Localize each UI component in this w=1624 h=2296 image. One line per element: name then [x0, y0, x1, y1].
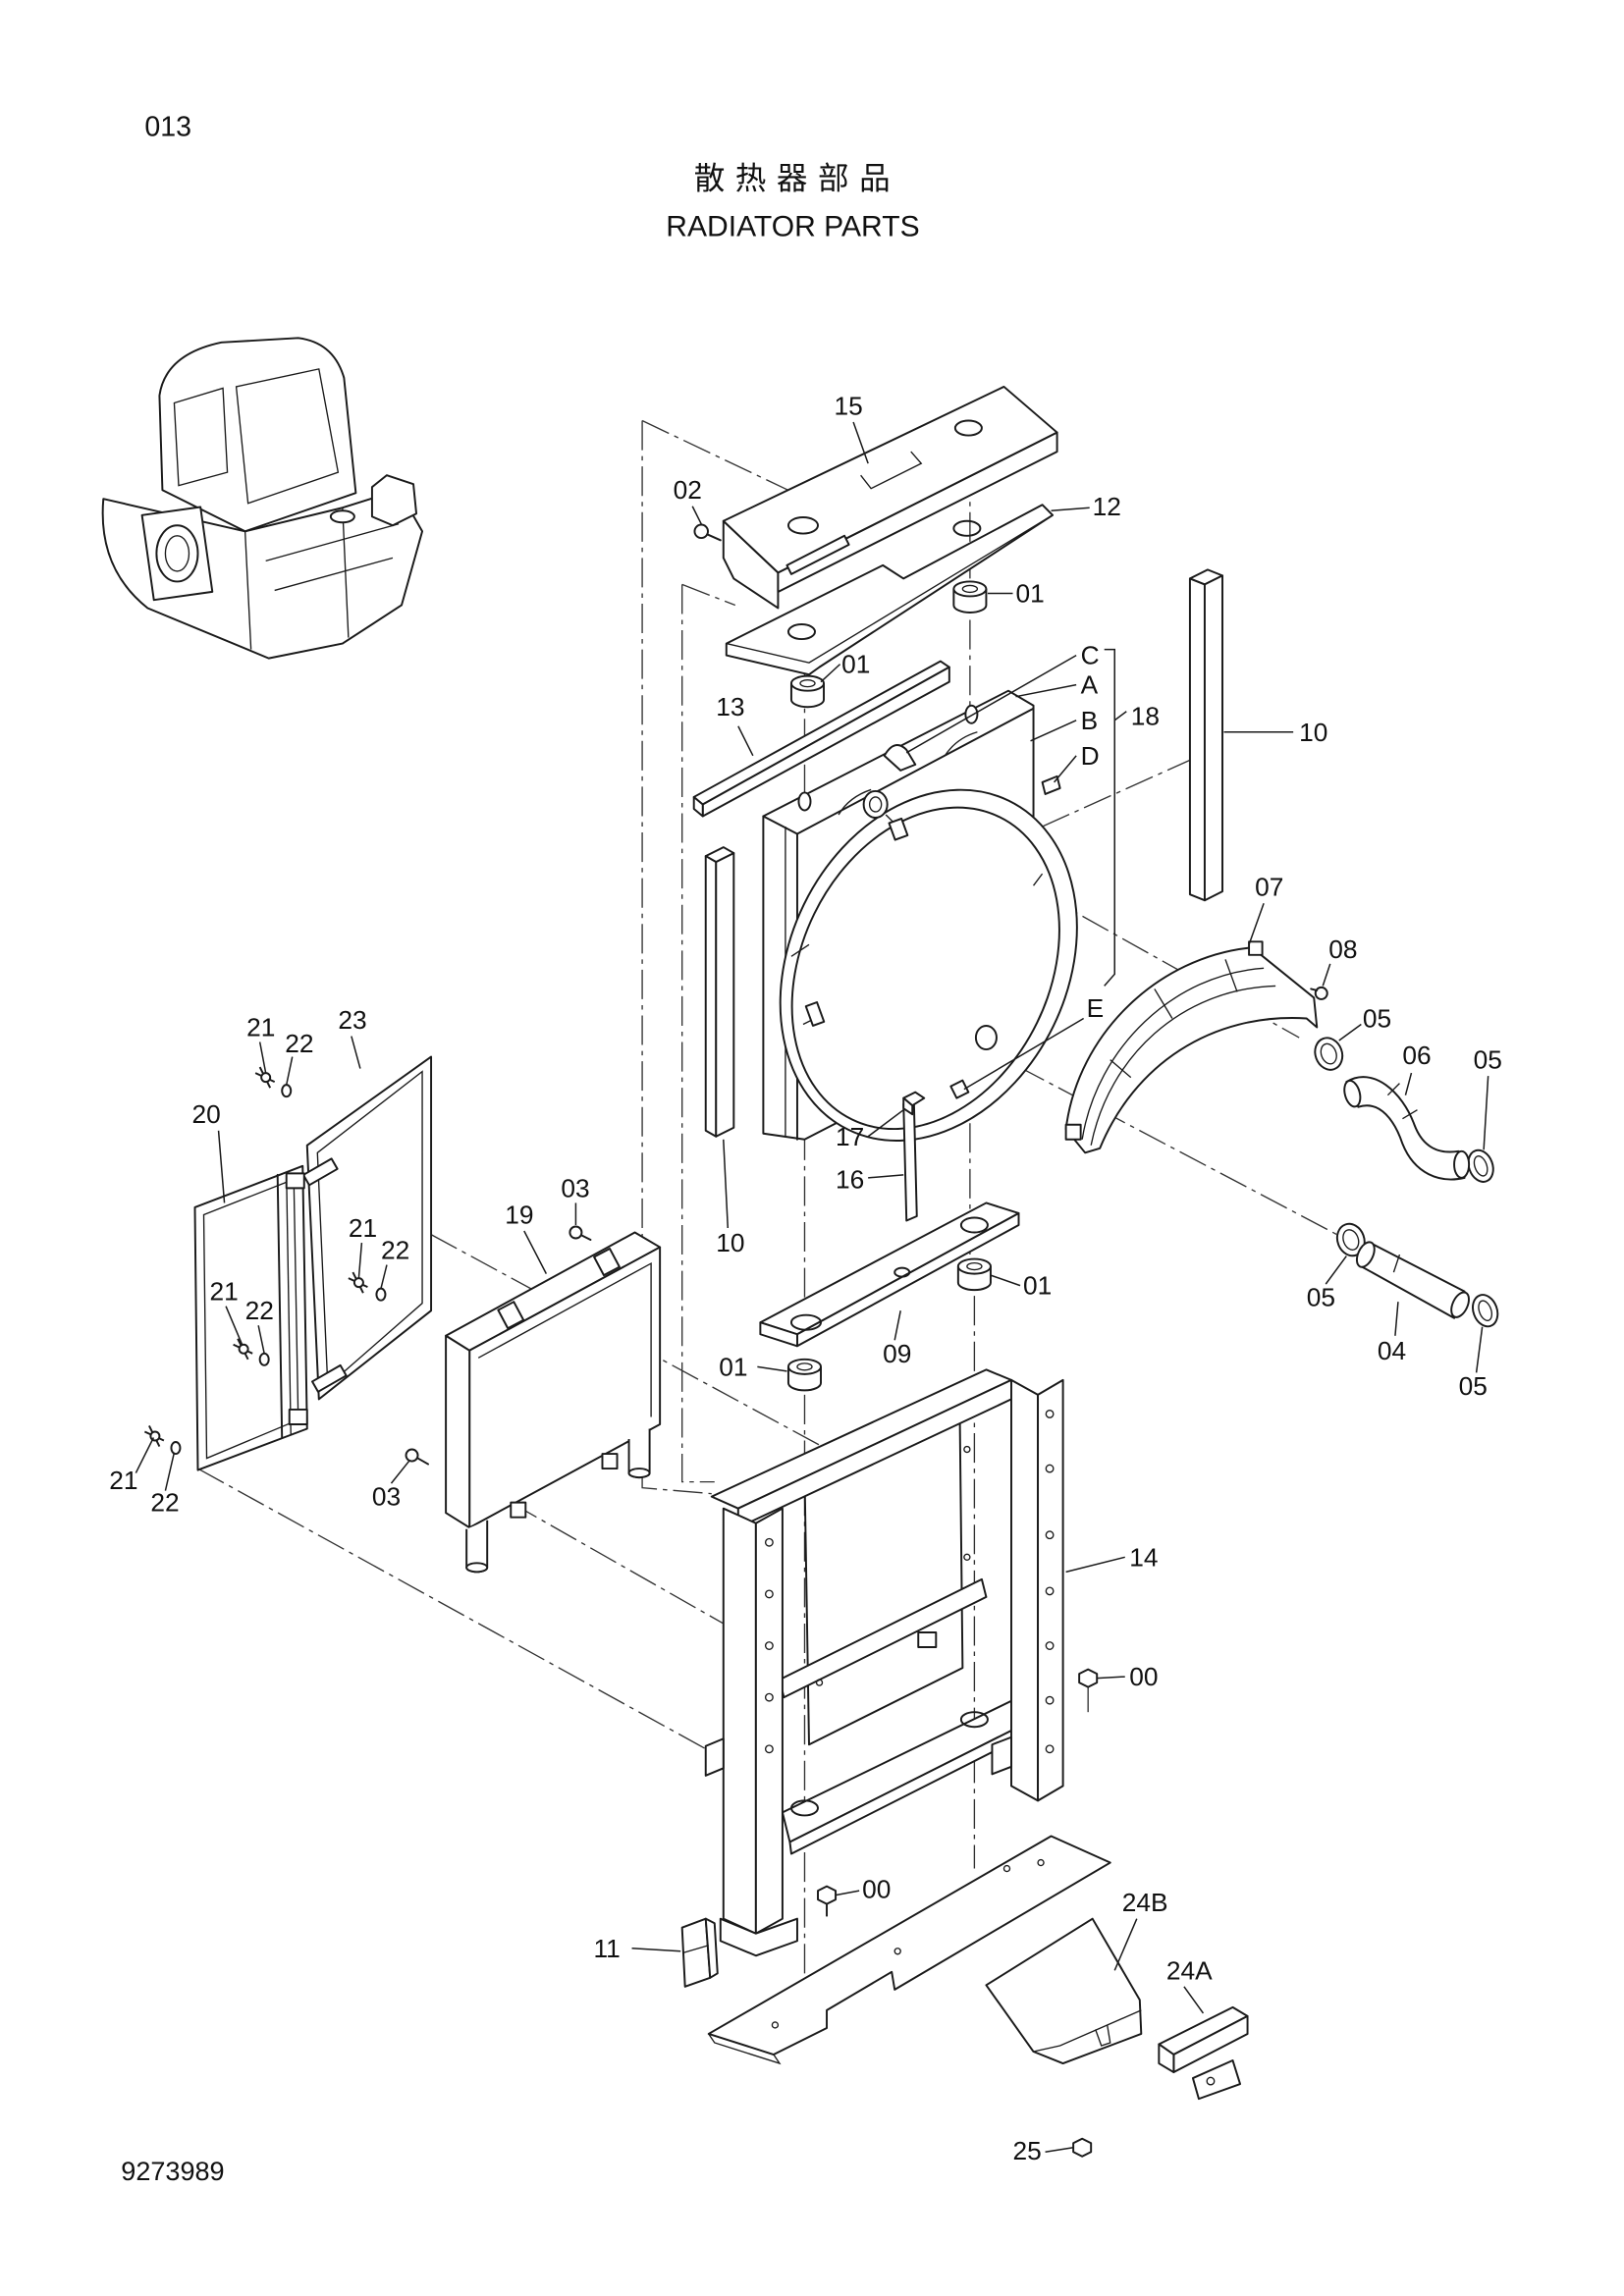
part-10-foam-bar-right	[1188, 568, 1223, 902]
part-17-nut	[902, 1091, 926, 1116]
callout-00-b: 00	[862, 1875, 891, 1904]
part-14-support-frame	[704, 1368, 1064, 1957]
callout-09: 09	[883, 1339, 911, 1368]
part-21-22-fastener-set-d	[143, 1425, 182, 1456]
callout-leader-lines	[135, 421, 1489, 2153]
part-03-screw-a	[568, 1225, 592, 1242]
callout-22-b: 22	[381, 1236, 409, 1265]
callout-18: 18	[1131, 701, 1160, 730]
part-21-22-fastener-set-c	[233, 1338, 270, 1366]
callout-02: 02	[674, 475, 702, 505]
part-11-rubber-block	[680, 1917, 719, 1988]
callout-23: 23	[338, 1005, 366, 1035]
callout-12: 12	[1093, 492, 1121, 521]
callout-05-b: 05	[1474, 1045, 1502, 1075]
title-chinese: 散热器部品	[694, 160, 900, 195]
part-02-screw	[693, 523, 722, 542]
drawing-number: 9273989	[121, 2157, 224, 2186]
callout-22-d: 22	[150, 1488, 179, 1518]
callout-c: C	[1081, 641, 1100, 670]
callout-01-b: 01	[841, 650, 870, 679]
part-12-plate	[725, 504, 1055, 676]
callout-20: 20	[191, 1099, 220, 1129]
callout-13: 13	[716, 692, 744, 721]
callout-24b: 24B	[1122, 1888, 1168, 1917]
callout-10-right: 10	[1299, 718, 1327, 747]
callout-00-a: 00	[1129, 1662, 1158, 1691]
callout-19: 19	[505, 1200, 533, 1229]
callout-03-b: 03	[372, 1482, 401, 1512]
part-15-upper-bracket	[722, 385, 1058, 610]
callout-a: A	[1081, 670, 1099, 700]
callout-labels: 15 02 12 01 01 C A B 18 D 13 10 07 08 05…	[109, 392, 1502, 2165]
callout-15: 15	[835, 392, 863, 421]
part-23-rear-screen	[301, 1055, 433, 1401]
title-english: RADIATOR PARTS	[666, 211, 919, 243]
callout-21-a: 21	[246, 1013, 275, 1042]
part-03-screw-b	[405, 1448, 430, 1466]
part-18-radiator-assembly	[762, 689, 1078, 1142]
callout-14: 14	[1129, 1542, 1158, 1572]
callout-01-a: 01	[1015, 578, 1044, 608]
part-09-lower-plate	[759, 1201, 1020, 1348]
part-24b-cover	[985, 1917, 1143, 2065]
machine-location-sketch	[101, 337, 424, 660]
callout-04: 04	[1378, 1336, 1406, 1365]
callout-d: D	[1081, 741, 1100, 771]
callout-11: 11	[593, 1934, 620, 1963]
part-08-bolt	[1310, 986, 1328, 1000]
callout-17: 17	[836, 1122, 864, 1151]
part-07-shroud-ring	[1064, 940, 1319, 1154]
callout-25: 25	[1012, 2136, 1041, 2165]
part-10-foam-bar-left	[704, 846, 735, 1138]
callout-10-left: 10	[716, 1228, 744, 1257]
callout-22-a: 22	[285, 1029, 313, 1058]
callout-01-c: 01	[1023, 1271, 1052, 1301]
callout-07: 07	[1255, 873, 1283, 902]
callout-05-a: 05	[1363, 1004, 1391, 1034]
part-04-lower-hose	[1355, 1241, 1470, 1319]
callout-21-d: 21	[109, 1466, 137, 1495]
part-25-bolt	[1072, 2137, 1093, 2158]
page-code: 013	[144, 111, 191, 142]
callout-21-b: 21	[349, 1213, 377, 1243]
part-00-bolt-a	[1078, 1668, 1099, 1688]
callout-05-c: 05	[1307, 1283, 1335, 1312]
part-19-oil-cooler	[445, 1231, 662, 1574]
callout-08: 08	[1328, 934, 1357, 964]
part-01-grommet-b	[789, 674, 826, 709]
callout-e: E	[1087, 993, 1105, 1023]
part-01-grommet-d	[786, 1358, 822, 1392]
callout-05-d: 05	[1459, 1371, 1488, 1401]
callout-16: 16	[836, 1164, 864, 1194]
part-13-seal-bar	[692, 660, 950, 818]
callout-24a: 24A	[1166, 1955, 1213, 1985]
part-05-hose-clamp-d	[1472, 1294, 1499, 1328]
callout-06: 06	[1402, 1041, 1431, 1070]
bottom-base-plate	[707, 1835, 1111, 2065]
part-16-rod	[902, 1098, 918, 1222]
callout-01-d: 01	[719, 1352, 747, 1381]
part-05-hose-clamp-b	[1467, 1148, 1494, 1183]
callout-03-a: 03	[561, 1173, 589, 1202]
part-01-grommet-c	[956, 1257, 992, 1292]
part-00-bolt-b	[817, 1885, 838, 1917]
part-24a-block	[1158, 2005, 1249, 2101]
callout-21-c: 21	[210, 1277, 239, 1307]
part-05-hose-clamp-a	[1314, 1037, 1344, 1071]
part-06-upper-hose	[1343, 1076, 1471, 1181]
callout-22-c: 22	[245, 1296, 274, 1325]
callout-b: B	[1081, 706, 1099, 735]
part-21-22-fastener-set-a	[254, 1066, 293, 1098]
frame-bolt-holes	[764, 1410, 1055, 1754]
part-01-grommet-a	[952, 580, 988, 614]
part-20-front-screen	[193, 1164, 308, 1471]
part-05-hose-clamp-c	[1335, 1222, 1366, 1257]
